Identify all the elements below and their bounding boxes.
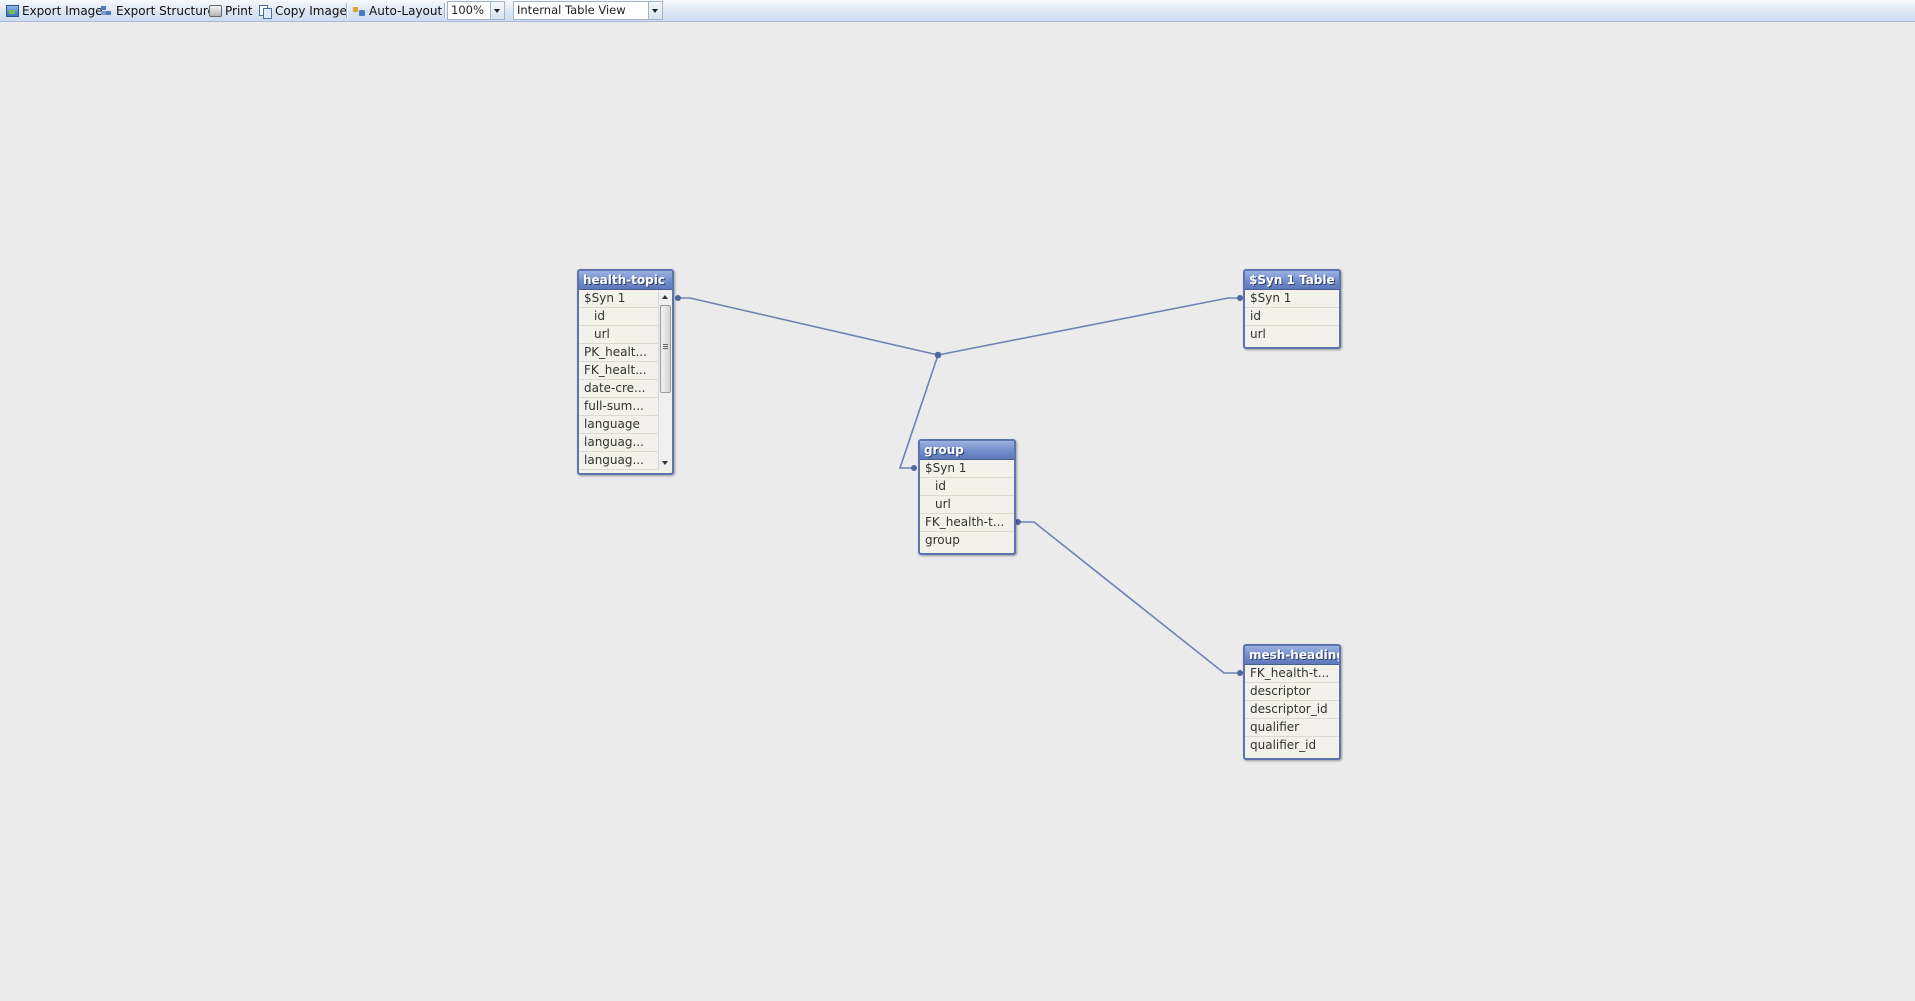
link-endpoint bbox=[675, 295, 681, 301]
auto-layout-label: Auto-Layout bbox=[369, 3, 443, 18]
field-row[interactable]: $Syn 1 bbox=[1245, 290, 1339, 308]
table-title[interactable]: $Syn 1 Table bbox=[1245, 271, 1339, 290]
toolbar: Export Image Export Structure Print Copy… bbox=[0, 0, 1915, 22]
field-list: FK_health-t... descriptor descriptor_id … bbox=[1245, 665, 1339, 755]
field-row[interactable]: $Syn 1 bbox=[579, 290, 672, 308]
field-list: $Syn 1 id url PK_healt... FK_healt... da… bbox=[579, 290, 672, 470]
printer-icon bbox=[209, 4, 222, 17]
table-title[interactable]: health-topic bbox=[579, 271, 672, 290]
field-row[interactable]: $Syn 1 bbox=[920, 460, 1014, 478]
scroll-down-icon[interactable] bbox=[659, 456, 672, 470]
field-row[interactable]: PK_healt... bbox=[579, 344, 672, 362]
toolbar-separator bbox=[346, 3, 348, 18]
print-label: Print bbox=[225, 3, 253, 18]
link-group-to-mesh-heading bbox=[1018, 521, 1240, 674]
field-row[interactable]: FK_health-t... bbox=[920, 514, 1014, 532]
field-list: $Syn 1 id url bbox=[1245, 290, 1339, 344]
field-row[interactable]: group bbox=[925, 533, 960, 547]
chevron-down-icon[interactable] bbox=[490, 2, 504, 19]
field-row[interactable]: url bbox=[1250, 327, 1266, 341]
table-syn-1[interactable]: $Syn 1 Table $Syn 1 id url bbox=[1243, 269, 1341, 349]
field-row[interactable]: date-cre... bbox=[579, 380, 672, 398]
export-structure-button[interactable]: Export Structure bbox=[100, 2, 215, 19]
print-button[interactable]: Print bbox=[209, 2, 253, 19]
link-health-topic-to-junction bbox=[678, 297, 939, 356]
vertical-scrollbar[interactable] bbox=[658, 290, 672, 470]
field-row[interactable]: url bbox=[579, 326, 672, 344]
link-endpoint bbox=[911, 465, 917, 471]
chevron-down-icon[interactable] bbox=[648, 2, 662, 19]
field-row[interactable]: FK_health-t... bbox=[1245, 665, 1339, 683]
field-row[interactable]: languag... bbox=[579, 452, 672, 470]
view-select[interactable]: Internal Table View bbox=[513, 1, 663, 20]
table-mesh-heading[interactable]: mesh-heading FK_health-t... descriptor d… bbox=[1243, 644, 1341, 760]
field-row[interactable]: url bbox=[920, 496, 1014, 514]
field-row[interactable]: id bbox=[920, 478, 1014, 496]
copy-icon bbox=[259, 4, 272, 19]
field-row[interactable]: descriptor bbox=[1245, 683, 1339, 701]
auto-layout-button[interactable]: Auto-Layout bbox=[353, 2, 442, 19]
copy-image-button[interactable]: Copy Image bbox=[259, 2, 347, 19]
table-title[interactable]: mesh-heading bbox=[1245, 646, 1339, 665]
link-junction bbox=[934, 351, 942, 359]
export-structure-icon bbox=[100, 5, 113, 17]
view-value: Internal Table View bbox=[517, 3, 626, 17]
table-health-topic[interactable]: health-topic $Syn 1 id url PK_healt... F… bbox=[577, 269, 674, 475]
field-row[interactable]: qualifier bbox=[1245, 719, 1339, 737]
field-row[interactable]: languag... bbox=[579, 434, 672, 452]
copy-image-label: Copy Image bbox=[275, 3, 347, 18]
scrollbar-thumb[interactable] bbox=[660, 305, 671, 393]
zoom-value: 100% bbox=[451, 3, 484, 17]
field-row[interactable]: language bbox=[579, 416, 672, 434]
zoom-select[interactable]: 100% bbox=[447, 1, 505, 20]
export-image-label: Export Image bbox=[22, 3, 103, 18]
table-title[interactable]: group bbox=[920, 441, 1014, 460]
field-row[interactable]: full-sum... bbox=[579, 398, 672, 416]
export-image-button[interactable]: Export Image bbox=[6, 2, 103, 19]
field-row[interactable]: descriptor_id bbox=[1245, 701, 1339, 719]
link-junction-to-syn-table bbox=[937, 297, 1240, 356]
toolbar-separator bbox=[444, 3, 446, 18]
scroll-up-icon[interactable] bbox=[659, 290, 672, 304]
field-row[interactable]: qualifier_id bbox=[1250, 738, 1317, 752]
field-row[interactable]: id bbox=[1245, 308, 1339, 326]
field-list: $Syn 1 id url FK_health-t... group bbox=[920, 460, 1014, 550]
table-group[interactable]: group $Syn 1 id url FK_health-t... group bbox=[918, 439, 1016, 555]
field-row[interactable]: id bbox=[579, 308, 672, 326]
field-row[interactable]: FK_healt... bbox=[579, 362, 672, 380]
export-structure-label: Export Structure bbox=[116, 3, 215, 18]
auto-layout-icon bbox=[353, 5, 366, 17]
export-image-icon bbox=[6, 4, 19, 17]
